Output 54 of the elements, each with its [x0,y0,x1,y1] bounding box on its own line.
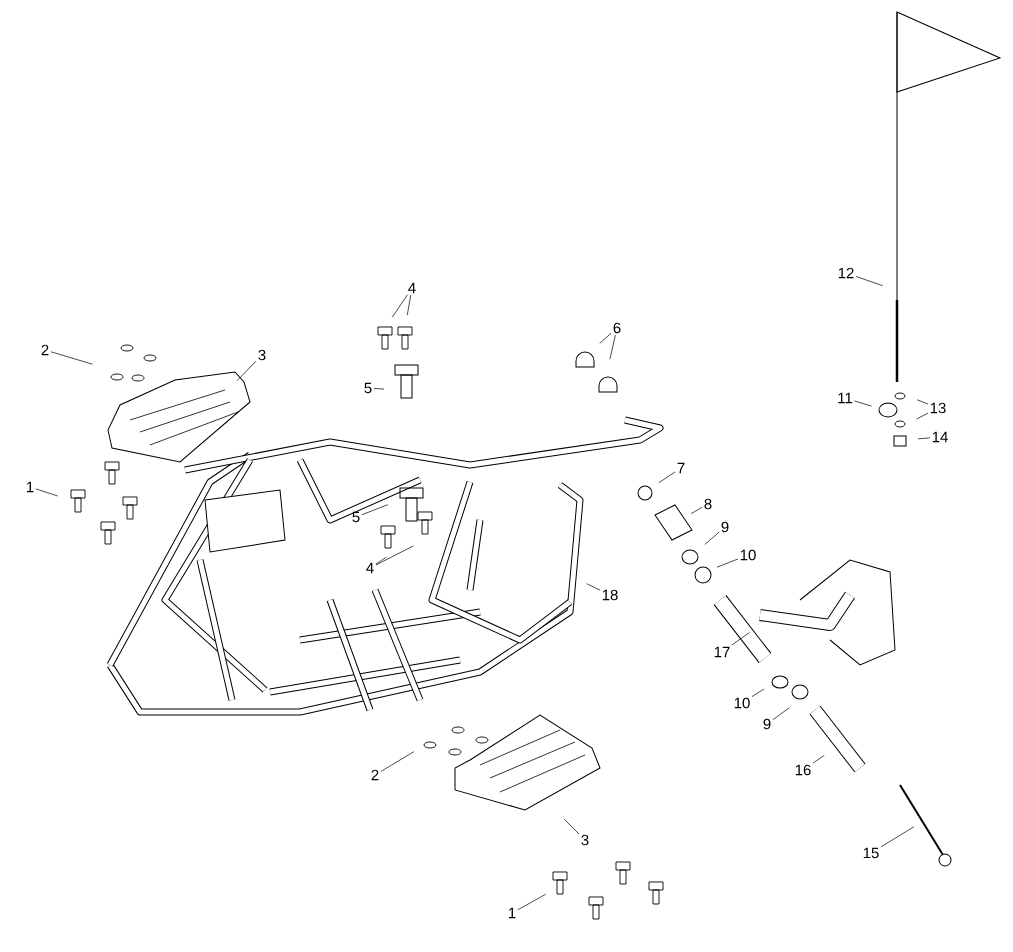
callout-number: 4 [366,562,374,574]
leader-line [916,412,929,420]
leader-line [517,893,546,911]
callout-number: 10 [734,697,750,709]
leader-line [35,488,58,497]
leader-line [704,531,720,545]
leader-line [658,471,676,484]
callout-number: 13 [930,402,946,414]
leader-line [855,276,884,287]
callout-number: 12 [838,267,854,279]
callout-number: 6 [613,322,621,334]
callout-number: 1 [509,907,516,919]
callout-number: 15 [863,847,879,859]
leader-line [380,751,415,772]
leader-line [716,558,739,568]
leader-line [690,507,703,514]
leader-line [391,294,408,318]
leader-line [406,294,412,316]
callout-number: 14 [932,431,948,443]
callout-number: 10 [740,549,756,561]
leader-line [812,755,825,764]
leader-line [854,400,872,407]
leader-line [373,388,385,390]
leader-line [50,351,93,365]
callout-number: 18 [602,589,618,601]
callout-number: 5 [364,382,372,394]
leader-line [880,826,915,848]
leader-line [772,707,790,721]
leader-line [375,556,387,565]
leader-line [599,332,612,344]
callout-number: 2 [371,769,379,781]
callout-number: 4 [408,282,416,294]
leader-line [916,399,929,405]
leader-line [609,334,616,360]
leader-line [917,437,931,440]
callout-number: 11 [838,392,853,404]
leader-line [751,688,765,697]
callout-number: 8 [704,498,712,510]
callout-number: 9 [763,718,771,730]
callout-number: 2 [41,344,49,356]
callout-number: 16 [795,764,811,776]
leader-line [563,818,580,835]
callout-number: 1 [27,481,34,493]
leader-line [586,583,601,591]
leader-line [375,545,414,566]
callout-number: 9 [721,521,729,533]
callout-number: 5 [352,511,360,523]
leader-line [731,632,750,646]
callout-number: 3 [581,834,589,846]
leader-line [236,360,257,382]
callout-number: 3 [258,349,266,361]
callout-number: 17 [714,646,730,658]
callout-number: 7 [677,462,685,474]
leader-line [361,504,389,516]
